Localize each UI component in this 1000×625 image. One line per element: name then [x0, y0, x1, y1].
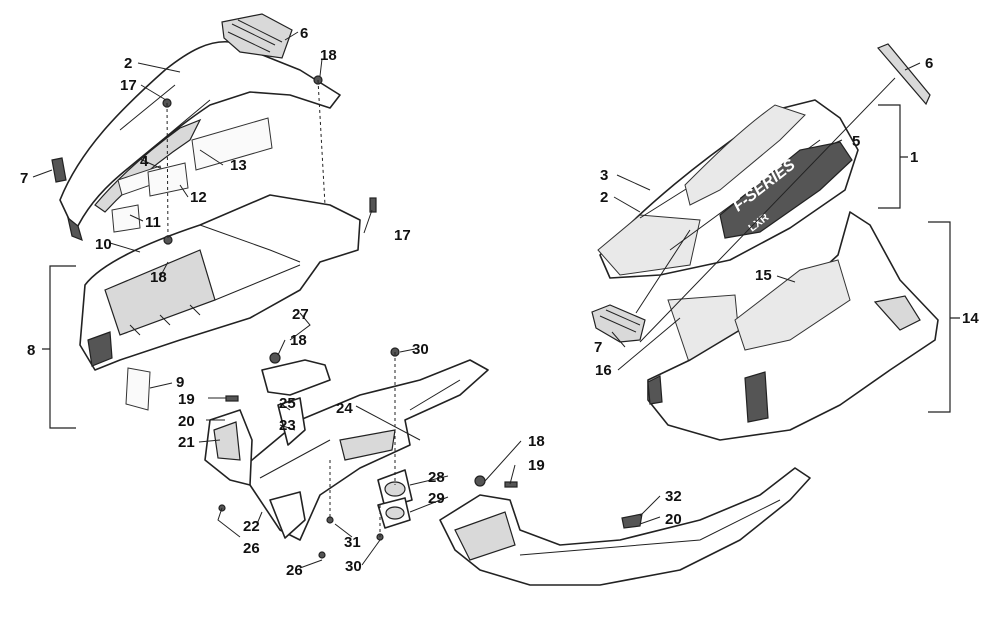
lower-hood-part-14 [647, 211, 939, 441]
small-clip-part-7-left [51, 157, 67, 183]
decal-part-12 [147, 162, 189, 197]
callout-18: 18 [320, 47, 337, 64]
screw-part-19-bumper [504, 481, 518, 488]
callout-30: 30 [345, 558, 362, 575]
brace-part-29 [377, 497, 411, 529]
decal-part-13 [191, 117, 273, 171]
callout-28: 28 [428, 469, 445, 486]
callout-10: 10 [95, 236, 112, 253]
bumper-part-20 [439, 467, 811, 586]
vent-grille-part-6-right [876, 43, 931, 106]
callout-2: 2 [600, 189, 608, 206]
callout-6: 6 [300, 25, 308, 42]
callout-15: 15 [755, 267, 772, 284]
callout-7: 7 [594, 339, 602, 356]
callout-8: 8 [27, 342, 35, 359]
callout-25: 25 [279, 395, 296, 412]
callout-5: 5 [852, 133, 860, 150]
vent-grille-part-7-right [591, 304, 646, 343]
bracket-part-21 [204, 409, 253, 486]
decal-part-11 [111, 204, 141, 233]
callout-23: 23 [279, 417, 296, 434]
callout-18: 18 [528, 433, 545, 450]
callout-32: 32 [665, 488, 682, 505]
callout-26: 26 [243, 540, 260, 557]
callout-1: 1 [910, 149, 918, 166]
callout-18: 18 [150, 269, 167, 286]
callout-21: 21 [178, 434, 195, 451]
bracket-part-27 [261, 359, 331, 396]
callout-4: 4 [140, 153, 149, 170]
callout-19: 19 [528, 457, 545, 474]
screw-part-19-left [225, 395, 239, 402]
decal-part-9 [125, 367, 151, 411]
callout-3: 3 [600, 167, 608, 184]
nut-part-18-lower [269, 352, 281, 364]
callout-19: 19 [178, 391, 195, 408]
vent-grille-part-6-left [221, 13, 293, 59]
callout-11: 11 [145, 214, 161, 231]
bracket-group-8 [42, 265, 76, 429]
fastener-part-32 [621, 513, 643, 529]
callout-26: 26 [286, 562, 303, 579]
callout-17: 17 [120, 77, 137, 94]
callout-27: 27 [292, 306, 309, 323]
callout-29: 29 [428, 490, 445, 507]
callout-16: 16 [595, 362, 612, 379]
bracket-group-14 [928, 221, 960, 413]
nut-part-18-bumper [474, 475, 486, 487]
callout-14: 14 [962, 310, 979, 327]
rivet-part-31 [326, 516, 334, 524]
nose-pan-part-10 [79, 194, 361, 371]
bracket-group-1 [878, 104, 908, 209]
bracket-part-25 [277, 397, 306, 446]
hood-top-part-3 [684, 104, 806, 206]
callout-22: 22 [243, 518, 260, 535]
callout-17: 17 [394, 227, 411, 244]
rivet-part-26-bottom [318, 551, 326, 559]
callout-20: 20 [665, 511, 682, 528]
skid-plate-part-24 [239, 359, 489, 541]
callout-6: 6 [925, 55, 933, 72]
bracket-part-22 [269, 491, 306, 539]
leader-lines [32, 31, 921, 569]
callout-2: 2 [124, 55, 132, 72]
callout-20: 20 [178, 413, 195, 430]
callout-24: 24 [336, 400, 353, 417]
callout-30: 30 [412, 341, 429, 358]
callout-31: 31 [344, 534, 361, 551]
callout-12: 12 [190, 189, 207, 206]
callout-7: 7 [20, 170, 28, 187]
bolt-part-17-right [369, 197, 377, 213]
callout-13: 13 [230, 157, 247, 174]
assembly-line [166, 79, 396, 537]
callout-18: 18 [290, 332, 307, 349]
callout-9: 9 [176, 374, 184, 391]
